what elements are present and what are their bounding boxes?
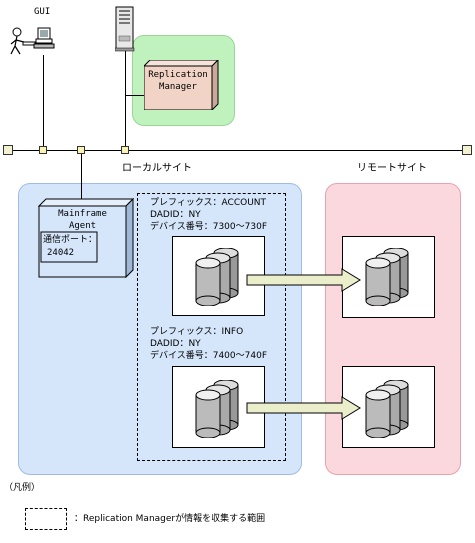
server-rm-connector (125, 95, 147, 96)
group2-dadid: DADID：NY (150, 339, 201, 349)
replication-manager-box (144, 60, 219, 110)
disk-stack-icon (365, 248, 409, 306)
disk-stack-icon (195, 380, 239, 438)
gui-user-pc-icon (10, 27, 55, 55)
legend-dashed-swatch (25, 508, 67, 530)
server-tower-icon (115, 6, 135, 52)
replication-manager-label: Replication Manager (148, 70, 208, 92)
group2-device: デバイス番号：7400～740F (150, 351, 267, 361)
local-site-label: ローカルサイト (122, 163, 192, 174)
mainframe-agent-label: Mainframe Agent (58, 209, 107, 231)
disk-stack-icon (195, 248, 239, 306)
network-terminator-right (462, 145, 472, 155)
group1-device: デバイス番号：7300～730F (150, 222, 267, 232)
network-line (10, 150, 470, 151)
group1-prefix: プレフィックス：ACCOUNT (150, 198, 267, 208)
replication-arrow (246, 268, 361, 292)
gui-node (39, 146, 47, 154)
agent-node (77, 146, 85, 154)
remote-site-label: リモートサイト (357, 163, 427, 174)
mainframe-agent-box (38, 198, 134, 278)
legend-text: ：Replication Managerが情報を収集する範囲 (74, 514, 266, 524)
disk-stack-icon (365, 380, 409, 438)
comm-port-label: 通信ポート： (43, 235, 98, 245)
collection-scope-dashed (137, 193, 286, 461)
group1-dadid: DADID：NY (150, 210, 201, 220)
replication-arrow (246, 396, 361, 420)
comm-port-value: 24042 (47, 248, 75, 258)
server-connector (125, 50, 126, 150)
gui-label: GUI (34, 7, 51, 17)
group2-prefix: プレフィックス：INFO (150, 327, 244, 337)
agent-connector (81, 150, 82, 201)
legend-title: （凡例） (4, 483, 41, 493)
server-node (121, 146, 129, 154)
gui-connector (43, 55, 44, 150)
network-terminator-left (3, 145, 13, 155)
